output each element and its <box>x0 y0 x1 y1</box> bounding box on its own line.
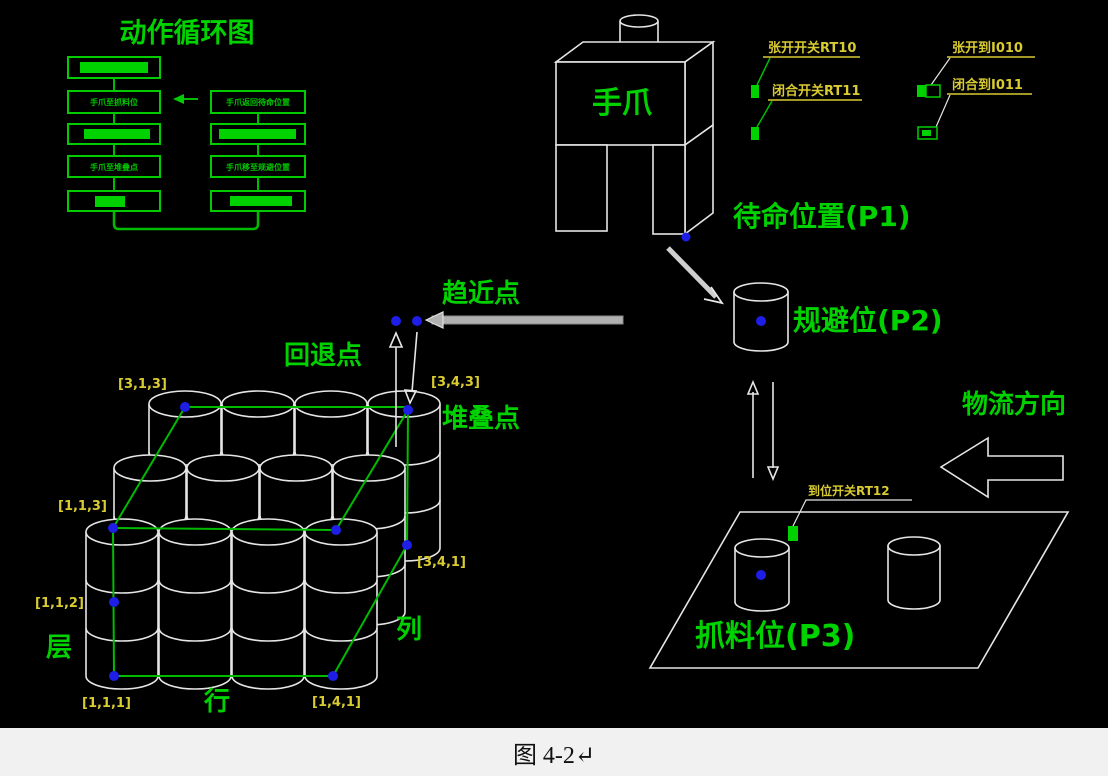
figure-caption: 图 4-2↵ <box>512 742 596 769</box>
axis-column-label: 列 <box>396 615 422 645</box>
open-limit-sensor <box>917 85 926 97</box>
pick-position-label: 抓料位(P3) <box>695 619 855 654</box>
standby-avoid-region: 待命位置(P1) 规避位(P2) <box>666 200 943 482</box>
flowchart-title: 动作循环图 <box>120 18 255 49</box>
flow-box-right-2-bar <box>219 129 296 139</box>
figure-caption-strip: 图 4-2↵ <box>0 728 1108 776</box>
flow-box-left-3-bar <box>84 129 150 139</box>
palletizing-diagram: 动作循环图 手爪至抓料位 手爪至堆叠点 手爪返回待命位置 手爪移至规避位置 <box>35 14 1070 717</box>
gripper-tcp-point <box>681 232 691 242</box>
gripper-label: 手爪 <box>592 86 653 121</box>
pick-platform: 到位开关RT12 抓料位(P3) <box>648 483 1070 669</box>
coord-1-1-2: [1,1,2] <box>35 596 84 611</box>
avoid-position-label: 规避位(P2) <box>793 304 943 337</box>
logistics-direction-label: 物流方向 <box>962 389 1066 420</box>
coord-3-4-1: [3,4,1] <box>417 555 466 570</box>
standby-position-label: 待命位置(P1) <box>733 200 911 233</box>
open-limit-label: 张开到I010 <box>952 41 1023 56</box>
stack-point-label: 堆叠点 <box>442 403 520 434</box>
close-switch-sensor <box>751 127 759 140</box>
coord-1-1-1: [1,1,1] <box>82 696 131 711</box>
platform-outline <box>648 511 1070 669</box>
pick-position-point <box>756 570 766 580</box>
pick-cylinder-1 <box>734 538 790 612</box>
gripper-front-face <box>555 61 686 146</box>
approach-bar-arrowhead <box>424 311 444 329</box>
gripper-switch-labels: 张开开关RT10 闭合开关RT11 张开到I010 闭合到I011 <box>751 40 1035 140</box>
approach-hover-point <box>412 316 422 326</box>
close-limit-label: 闭合到I011 <box>952 77 1023 93</box>
logistics-arrow <box>939 436 1064 499</box>
gripper-finger-right <box>652 144 686 235</box>
coord-1-1-3: [1,1,3] <box>58 499 107 514</box>
approach-retreat-stack-points: 趋近点 回退点 堆叠点 <box>284 278 624 447</box>
coord-1-4-1: [1,4,1] <box>312 695 361 710</box>
stack-front-row <box>85 518 378 690</box>
open-switch-sensor <box>751 85 759 98</box>
pick-cylinder-2 <box>887 536 941 610</box>
avoid-position-point <box>756 316 766 326</box>
flow-box-left-2-label: 手爪至抓料位 <box>90 97 138 107</box>
action-cycle-flowchart: 动作循环图 手爪至抓料位 手爪至堆叠点 手爪返回待命位置 手爪移至规避位置 <box>67 18 306 231</box>
flow-box-right-3-label: 手爪移至规避位置 <box>226 162 290 172</box>
axis-row-label: 行 <box>203 686 230 717</box>
gripper-graphic: 手爪 <box>553 14 716 242</box>
axis-layer-label: 层 <box>46 633 72 663</box>
flow-box-left-1-bar <box>80 62 148 73</box>
gripper-finger-left <box>555 144 608 232</box>
retreat-hover-point <box>391 316 401 326</box>
stack-grid-points <box>108 402 413 681</box>
close-limit-sensor <box>917 126 938 140</box>
flow-box-left-4-label: 手爪至堆叠点 <box>90 162 138 172</box>
pallet-stack: [3,1,3] [3,4,3] [1,1,3] [1,1,2] [1,1,1] … <box>35 375 480 717</box>
coord-3-4-3: [3,4,3] <box>431 375 480 390</box>
stack-grid-wireframe <box>112 406 409 677</box>
flow-box-right-4-bar <box>230 196 292 206</box>
p1-to-p2-arrow <box>666 246 718 299</box>
open-switch-label: 张开开关RT10 <box>768 40 856 56</box>
close-switch-label: 闭合开关RT11 <box>772 83 860 99</box>
flowchart-left-arrow <box>173 94 198 104</box>
approach-direction-bar <box>431 315 624 325</box>
flow-box-left-5-bar <box>95 196 125 207</box>
p2-p3-transfer-arrows <box>746 379 780 482</box>
inplace-sensor <box>788 526 798 541</box>
coord-3-1-3: [3,1,3] <box>118 377 167 392</box>
avoid-position-cylinder <box>733 282 789 352</box>
logistics-direction: 物流方向 <box>939 389 1066 499</box>
stack-coordinate-labels: [3,1,3] [3,4,3] [1,1,3] [1,1,2] [1,1,1] … <box>35 375 480 711</box>
gripper-finger-right-side <box>684 123 714 236</box>
approach-point-label: 趋近点 <box>442 278 520 309</box>
retreat-point-label: 回退点 <box>284 340 362 371</box>
flowchart-connectors <box>112 78 260 231</box>
flow-box-right-1-label: 手爪返回待命位置 <box>226 97 290 107</box>
stack-arrow <box>411 331 418 393</box>
inplace-switch-label: 到位开关RT12 <box>808 483 890 498</box>
